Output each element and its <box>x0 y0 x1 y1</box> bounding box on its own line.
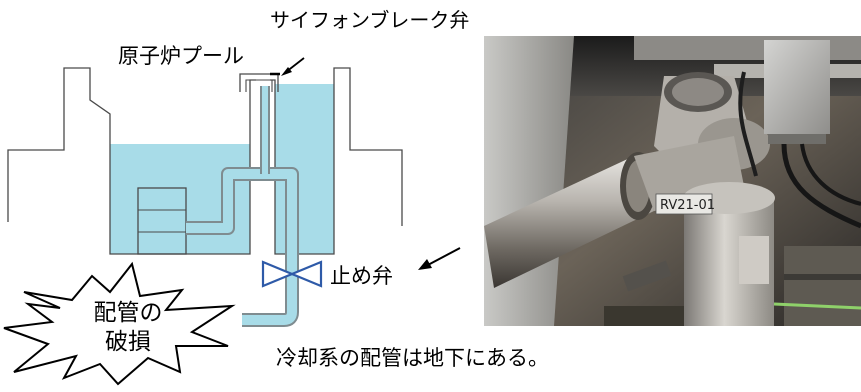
stop-valve-label: 止め弁 <box>330 264 393 288</box>
pipe-rupture-burst <box>3 261 236 386</box>
reactor-pool-diagram <box>3 57 461 386</box>
siphon-break-pipe <box>239 73 279 92</box>
svg-text:RV21-01: RV21-01 <box>660 198 715 213</box>
cooling-pipe <box>186 86 299 327</box>
underground-pipe-note: 冷却系の配管は地下にある。 <box>276 346 549 370</box>
pipe-rupture-line2: 破損 <box>105 329 151 356</box>
reactor-pool-label: 原子炉プール <box>118 44 244 68</box>
stop-valve-icon <box>261 260 323 288</box>
pool-wall-right <box>270 67 403 255</box>
pipe-photo: RV21-01 <box>484 36 861 326</box>
pool-wall-left <box>7 67 256 255</box>
siphon-arrow <box>281 57 305 76</box>
stop-valve-arrow <box>418 247 461 270</box>
pipe-rupture-text: 配管の 破損 <box>68 299 188 358</box>
pipe-rupture-line1: 配管の <box>93 300 163 326</box>
siphon-break-valve-label: サイフォンブレーク弁 <box>270 8 470 32</box>
